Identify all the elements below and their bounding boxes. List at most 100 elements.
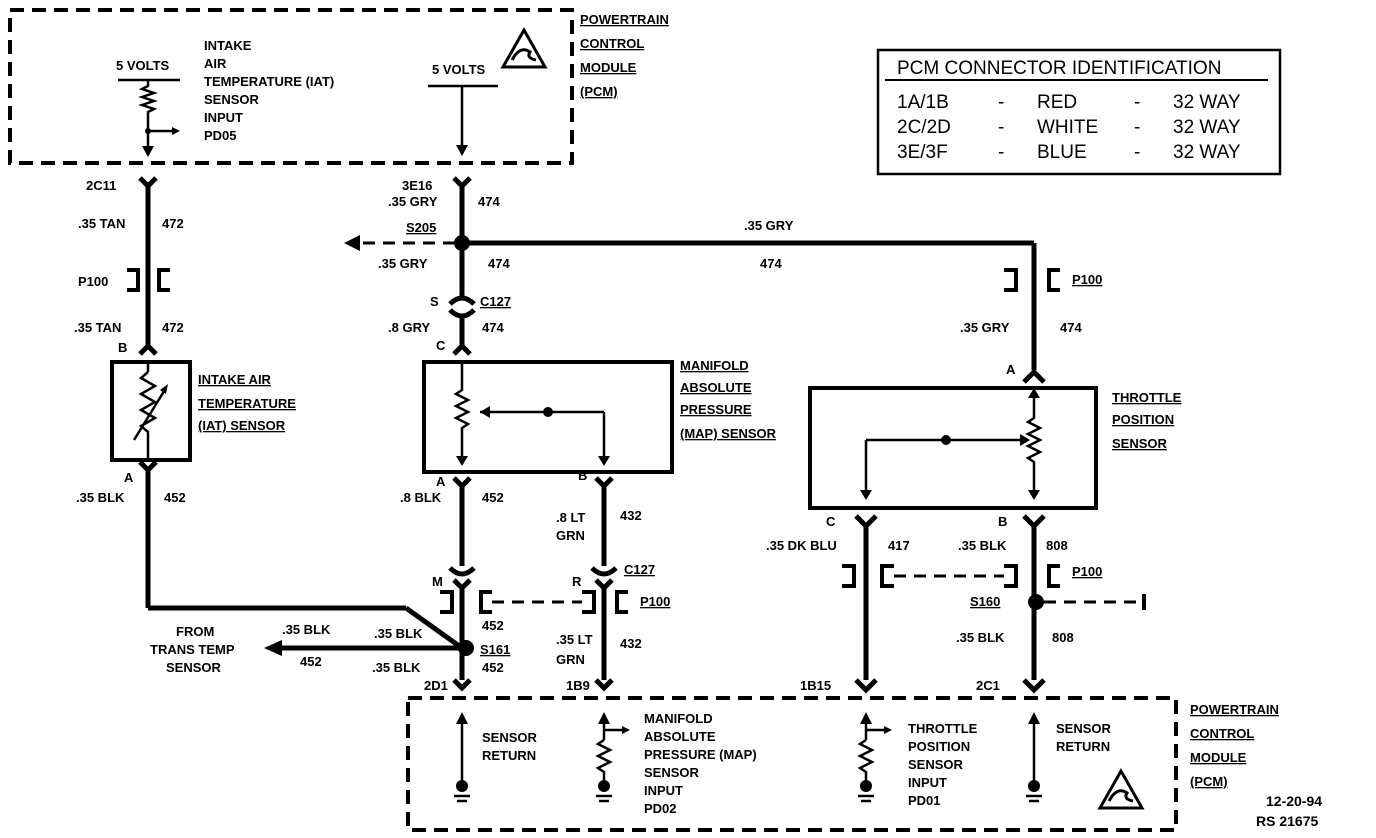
- wire-color-label: GRN: [556, 652, 585, 667]
- circuit-number: 452: [164, 490, 186, 505]
- svg-text:(PCM): (PCM): [1190, 774, 1228, 789]
- pcm-bottom-title: POWERTRAIN CONTROL MODULE (PCM): [1190, 702, 1279, 789]
- iat-sensor-label: INTAKE AIR TEMPERATURE (IAT) SENSOR: [198, 372, 296, 433]
- pin-label: 2C1: [976, 678, 1000, 693]
- svg-text:-: -: [998, 142, 1004, 163]
- circuit-number: 417: [888, 538, 910, 553]
- wire-color-label: .35 GRY: [744, 218, 794, 233]
- pin-label: A: [1006, 362, 1016, 377]
- svg-text:THROTTLE: THROTTLE: [908, 721, 978, 736]
- circuit-number: 472: [162, 320, 184, 335]
- circuit-number: 808: [1052, 630, 1074, 645]
- svg-text:SENSOR: SENSOR: [204, 92, 260, 107]
- circuit-number: 452: [482, 660, 504, 675]
- tp-circuit: [808, 243, 1146, 694]
- svg-text:INTAKE AIR: INTAKE AIR: [198, 372, 272, 387]
- map-sensor-box: [422, 360, 674, 474]
- pin-label: A: [436, 474, 446, 489]
- svg-text:TEMPERATURE: TEMPERATURE: [198, 396, 296, 411]
- sensor-return-label: SENSOR RETURN: [482, 730, 538, 763]
- sensor-return-label: SENSOR RETURN: [1056, 721, 1112, 754]
- svg-text:PRESSURE: PRESSURE: [680, 402, 752, 417]
- svg-text:POWERTRAIN: POWERTRAIN: [1190, 702, 1279, 717]
- circuit-number: 474: [478, 194, 500, 209]
- svg-text:1A/1B: 1A/1B: [897, 92, 949, 113]
- svg-text:-: -: [1134, 92, 1140, 113]
- svg-text:SENSOR: SENSOR: [166, 660, 222, 675]
- svg-text:SENSOR: SENSOR: [908, 757, 964, 772]
- svg-text:RETURN: RETURN: [1056, 739, 1110, 754]
- svg-text:FROM: FROM: [176, 624, 214, 639]
- wire-color-label: .35 BLK: [956, 630, 1005, 645]
- circuit-number: 452: [482, 490, 504, 505]
- wire-color-label: .35 BLK: [372, 660, 421, 675]
- svg-text:SENSOR: SENSOR: [1056, 721, 1112, 736]
- pcm-bottom-outline: [406, 696, 1178, 832]
- pcm-bottom-box: SENSOR RETURN MANIFOLD ABSOLUTE PRESSURE…: [406, 696, 1178, 832]
- circuit-number: 472: [162, 216, 184, 231]
- pin-label: S: [430, 294, 439, 309]
- wire-color-label: .35 GRY: [388, 194, 438, 209]
- svg-text:SENSOR: SENSOR: [644, 765, 700, 780]
- tp-sensor-box: [808, 386, 1098, 510]
- map-5-volts: 5 VOLTS: [432, 62, 486, 77]
- wire-color-label: .35 BLK: [282, 622, 331, 637]
- svg-text:RED: RED: [1037, 92, 1077, 113]
- circuit-number: 474: [488, 256, 510, 271]
- pin-label: R: [572, 574, 582, 589]
- circuit-number: 452: [300, 654, 322, 669]
- wire-color-label: .35 BLK: [76, 490, 125, 505]
- pcm-top-title: POWERTRAIN CONTROL MODULE (PCM): [580, 12, 669, 99]
- svg-text:TEMPERATURE (IAT): TEMPERATURE (IAT): [204, 74, 334, 89]
- svg-text:(MAP) SENSOR: (MAP) SENSOR: [680, 426, 777, 441]
- svg-text:INPUT: INPUT: [908, 775, 947, 790]
- iat-input-label: INTAKE AIR TEMPERATURE (IAT) SENSOR INPU…: [204, 38, 334, 143]
- pin-label: 1B9: [566, 678, 590, 693]
- wire-color-label: .35 TAN: [78, 216, 125, 231]
- circuit-number: 474: [760, 256, 782, 271]
- connector-label: C127: [624, 562, 655, 577]
- svg-text:MODULE: MODULE: [1190, 750, 1247, 765]
- connector-label: P100: [1072, 564, 1102, 579]
- map-input-label: MANIFOLD ABSOLUTE PRESSURE (MAP) SENSOR …: [644, 711, 757, 816]
- esd-warning-icon: [500, 26, 548, 69]
- connector-label: P100: [78, 274, 108, 289]
- pin-label: A: [124, 470, 134, 485]
- map-circuit: [264, 176, 1034, 692]
- svg-text:CONTROL: CONTROL: [1190, 726, 1254, 741]
- table-row: 2C/2D - WHITE - 32 WAY: [897, 117, 1241, 138]
- svg-text:PD01: PD01: [908, 793, 941, 808]
- svg-text:POSITION: POSITION: [1112, 412, 1174, 427]
- wire-color-label: .8 LT: [556, 510, 585, 525]
- wire-color-label: GRN: [556, 528, 585, 543]
- wire-color-label: .35 GRY: [378, 256, 428, 271]
- svg-text:32 WAY: 32 WAY: [1173, 117, 1241, 138]
- svg-text:INTAKE: INTAKE: [204, 38, 252, 53]
- pin-label: 2D1: [424, 678, 448, 693]
- pin-label: 2C11: [86, 178, 116, 193]
- svg-text:INPUT: INPUT: [204, 110, 243, 125]
- pin-label: M: [432, 574, 443, 589]
- svg-text:ABSOLUTE: ABSOLUTE: [644, 729, 716, 744]
- from-trans-temp-label: FROM TRANS TEMP SENSOR: [150, 624, 235, 675]
- connector-label: P100: [1072, 272, 1102, 287]
- svg-text:2C/2D: 2C/2D: [897, 117, 951, 138]
- svg-text:POSITION: POSITION: [908, 739, 970, 754]
- table-row: 1A/1B - RED - 32 WAY: [897, 92, 1241, 113]
- circuit-number: 432: [620, 636, 642, 651]
- splice-label: S161: [480, 642, 510, 657]
- wire-color-label: .35 BLK: [374, 626, 423, 641]
- svg-text:SENSOR: SENSOR: [482, 730, 538, 745]
- svg-text:-: -: [1134, 142, 1140, 163]
- wire-color-label: .8 BLK: [400, 490, 442, 505]
- wire-labels: 2C11 .35 TAN 472 P100 .35 TAN 472 B A .3…: [74, 178, 1102, 693]
- circuit-number: 474: [482, 320, 504, 335]
- svg-text:WHITE: WHITE: [1037, 117, 1098, 138]
- pin-label: B: [998, 514, 1007, 529]
- table-title: PCM CONNECTOR IDENTIFICATION: [897, 58, 1221, 79]
- splice-s160-dot: [1028, 594, 1044, 610]
- circuit-number: 474: [1060, 320, 1082, 335]
- svg-text:32 WAY: 32 WAY: [1173, 142, 1241, 163]
- connector-label: C127: [480, 294, 511, 309]
- circuit-number: 808: [1046, 538, 1068, 553]
